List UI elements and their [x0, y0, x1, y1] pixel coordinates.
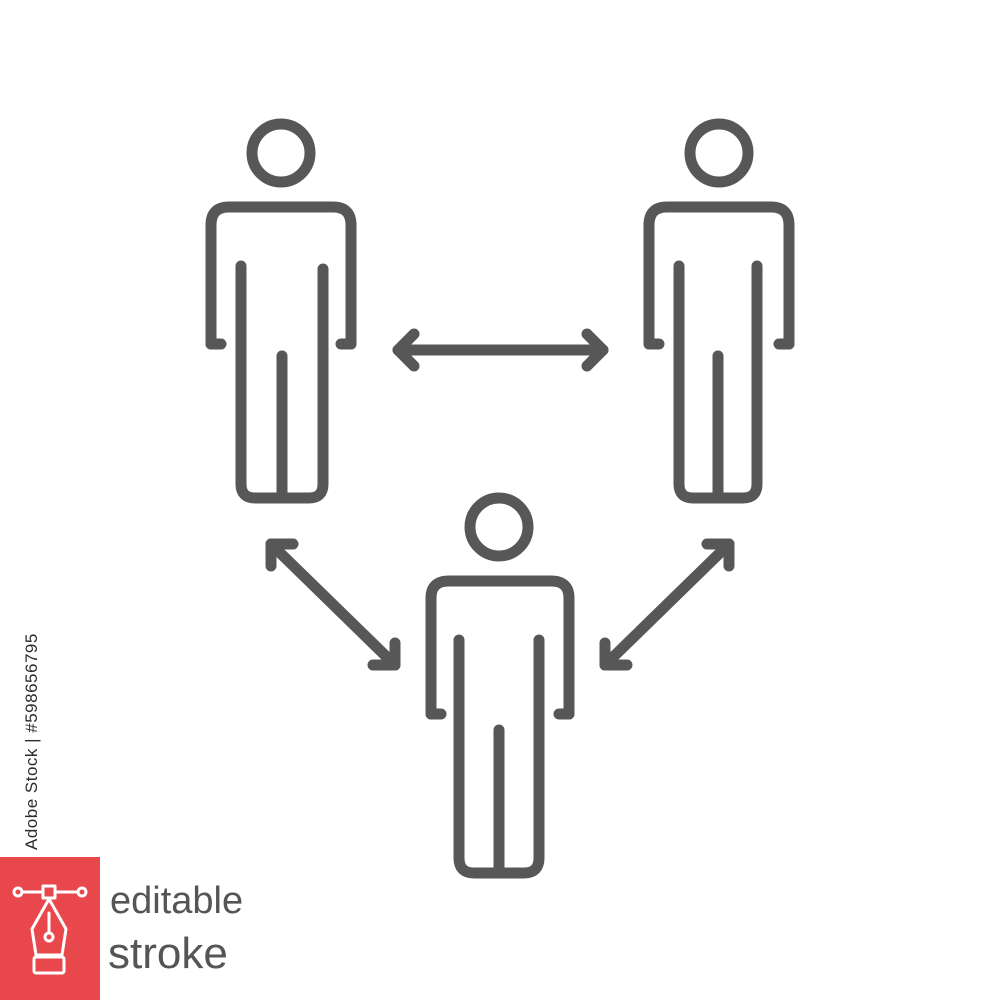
- person-body: [205, 201, 357, 504]
- person-head: [246, 118, 316, 188]
- person-top-left-icon: [205, 118, 357, 504]
- badge-label-editable: editable: [110, 880, 244, 922]
- person-head: [684, 118, 754, 188]
- editable-stroke-badge: [0, 857, 100, 1000]
- double-arrow-diagonal-left-icon: [265, 538, 401, 671]
- person-head: [464, 492, 534, 562]
- person-top-right-icon: [643, 118, 795, 504]
- pen-tool-icon: [12, 884, 88, 975]
- double-arrow-horizontal-icon: [392, 328, 609, 372]
- badge-label-stroke: stroke: [108, 929, 228, 978]
- double-arrow-diagonal-right-icon: [599, 538, 735, 671]
- person-bottom-icon: [425, 492, 575, 879]
